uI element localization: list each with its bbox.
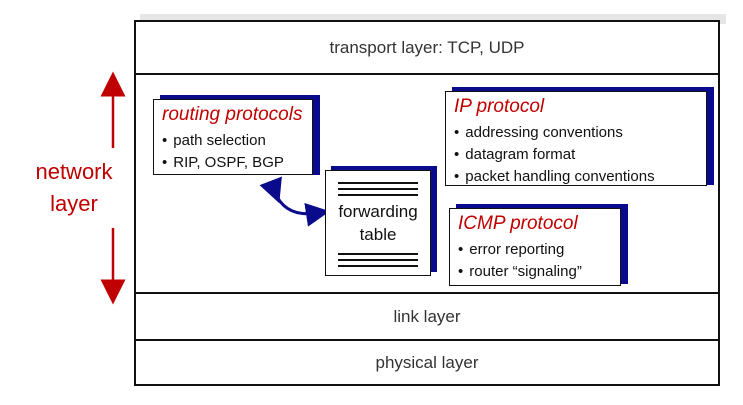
frame-shadow <box>140 14 726 24</box>
forwarding-table-label-line2: table <box>359 225 397 244</box>
ip-protocol-box: IP protocol addressing conventions datag… <box>445 91 707 186</box>
network-layer-label-line2: layer <box>50 191 98 216</box>
link-layer-label: link layer <box>393 307 461 326</box>
table-line <box>338 188 418 190</box>
list-item: packet handling conventions <box>454 166 698 188</box>
network-layer-label-line1: network <box>35 159 113 184</box>
table-line <box>338 259 418 261</box>
routing-protocols-box: routing protocols path selection RIP, OS… <box>153 99 313 175</box>
icmp-protocol-title: ICMP protocol <box>458 213 578 234</box>
list-item: path selection <box>162 130 304 152</box>
list-item: addressing conventions <box>454 122 698 144</box>
forwarding-table-box: forwarding table <box>325 170 431 276</box>
physical-layer-label: physical layer <box>375 353 479 372</box>
list-item: router “signaling” <box>458 261 612 283</box>
network-link-divider <box>134 292 720 294</box>
table-line <box>338 265 418 267</box>
table-line <box>338 194 418 196</box>
link-physical-divider <box>134 339 720 341</box>
list-item: datagram format <box>454 144 698 166</box>
routing-to-forwarding-arrow <box>259 176 330 227</box>
transport-layer-label: transport layer: TCP, UDP <box>329 38 525 57</box>
table-line <box>338 182 418 184</box>
icmp-protocol-box: ICMP protocol error reporting router “si… <box>449 208 621 286</box>
list-item: RIP, OSPF, BGP <box>162 152 304 174</box>
transport-network-divider <box>134 73 720 75</box>
ip-protocol-list: addressing conventions datagram format p… <box>454 122 698 188</box>
routing-protocols-list: path selection RIP, OSPF, BGP <box>162 130 304 174</box>
icmp-protocol-list: error reporting router “signaling” <box>458 239 612 283</box>
network-layer-label: network layer <box>14 156 134 220</box>
forwarding-table-label-line1: forwarding <box>338 202 418 221</box>
table-line <box>338 253 418 255</box>
ip-protocol-title: IP protocol <box>454 96 545 117</box>
routing-protocols-title: routing protocols <box>162 104 303 125</box>
list-item: error reporting <box>458 239 612 261</box>
